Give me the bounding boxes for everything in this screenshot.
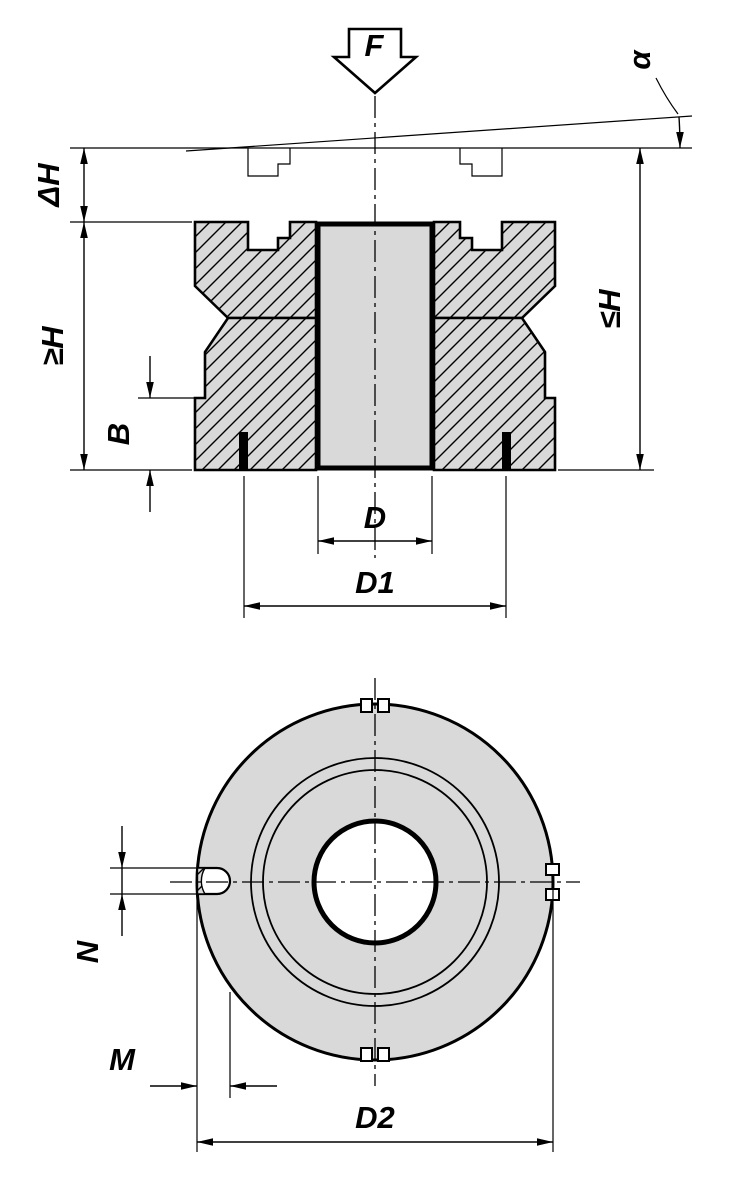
pocket-outline (196, 866, 232, 896)
angle-leader (655, 77, 679, 115)
angle-arc (676, 116, 684, 149)
notch-bottom-left (360, 1047, 373, 1062)
upper-wedge-right (432, 220, 557, 320)
top-view: N M D2 (70, 678, 580, 1152)
dim-angle: α (622, 49, 684, 149)
support-slot-right (502, 432, 511, 469)
dim-max-height: ≤H (558, 148, 654, 471)
upper-wedge-section (193, 220, 557, 320)
dim-n: N (70, 826, 196, 963)
dim-min-height: ≥H (35, 222, 192, 471)
force-arrow (330, 27, 420, 95)
notch-bottom-right (377, 1047, 390, 1062)
delta-h-label: ΔH (31, 163, 66, 208)
section-view: F ΔH ≥H B ≤H α (31, 27, 693, 618)
dim-d: D (317, 476, 433, 554)
notch-right-upper (545, 863, 560, 876)
lower-wedge-left (193, 316, 318, 472)
b-label: B (101, 423, 136, 445)
d-label: D (364, 500, 386, 535)
phantom-notch-left (247, 148, 291, 177)
force-label: F (365, 28, 385, 63)
upper-wedge-left (193, 220, 318, 320)
support-slot-left (239, 432, 248, 469)
n-label: N (70, 940, 105, 963)
min-height-label: ≥H (35, 326, 70, 366)
raised-position-phantom (70, 115, 693, 177)
dim-m: M (109, 992, 277, 1098)
adjustment-pocket (196, 866, 232, 896)
lower-wedge-right (432, 316, 557, 472)
dim-delta-h: ΔH (31, 148, 192, 223)
d1-label: D1 (355, 565, 395, 600)
lower-wedge-section (193, 316, 557, 472)
dim-d2: D2 (196, 890, 554, 1152)
angle-label: α (622, 49, 657, 70)
notch-top-left (360, 698, 373, 713)
m-label: M (109, 1042, 136, 1077)
dim-b: B (101, 356, 194, 512)
max-height-label: ≤H (592, 289, 627, 329)
dim-d1: D1 (243, 476, 507, 618)
notch-top-right (377, 698, 390, 713)
phantom-notch-right (459, 148, 503, 177)
d2-label: D2 (355, 1100, 395, 1135)
tilted-top-line (185, 115, 693, 152)
